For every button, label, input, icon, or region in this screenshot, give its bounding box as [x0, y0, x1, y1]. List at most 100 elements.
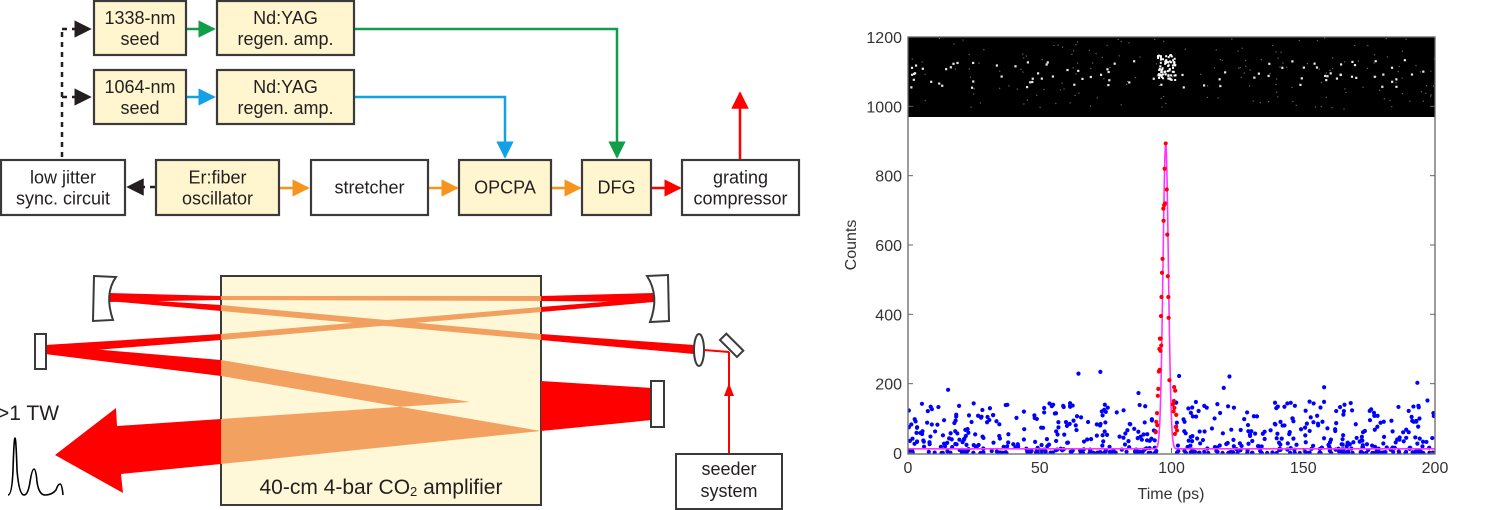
data-point-background [985, 414, 990, 420]
beam-lens-input [541, 334, 694, 354]
streak-speckle [969, 76, 972, 78]
streak-speckle [1367, 44, 1369, 47]
data-point-background [1415, 441, 1420, 446]
block-dfg-box [580, 158, 653, 217]
streak-speckle [1397, 70, 1399, 73]
data-point-background [1006, 432, 1011, 437]
data-point-background [1114, 410, 1119, 415]
data-point-background [1098, 369, 1103, 374]
data-point-background [1149, 417, 1154, 422]
gaussian-fit-line [908, 143, 1435, 450]
data-point-background [940, 433, 946, 438]
streak-speckle [970, 86, 974, 89]
x-tick-label: 200 [1422, 460, 1449, 477]
block-sync-label: sync. circuit [16, 189, 110, 209]
block-compressor-label: compressor [693, 189, 787, 209]
data-point-background [1212, 416, 1217, 421]
data-point-background [957, 437, 962, 442]
streak-speckle [1299, 83, 1302, 86]
block-opcpa-label: OPCPA [474, 178, 536, 198]
data-point-background [1039, 442, 1044, 448]
data-point-background [1406, 408, 1411, 414]
data-point-pulse [1172, 431, 1178, 437]
data-point-background [987, 417, 992, 423]
data-point-background [1078, 415, 1084, 420]
data-point-background [1416, 450, 1421, 454]
data-point-background [1032, 439, 1038, 445]
data-point-background [1190, 414, 1195, 419]
data-point-background [1321, 436, 1327, 441]
data-point-background [1117, 434, 1122, 439]
data-point-background [941, 418, 947, 423]
streak-speckle [1324, 37, 1326, 39]
data-point-background [1341, 433, 1346, 438]
data-point-background [1401, 439, 1406, 444]
data-point-background [1123, 431, 1128, 436]
streak-speckle [1126, 83, 1128, 85]
data-point-background [1061, 403, 1066, 409]
data-point-background [1303, 440, 1308, 445]
streak-pulse-speckle [1169, 78, 1172, 81]
data-point-background [1364, 442, 1370, 447]
data-point-background [932, 450, 937, 454]
data-point-background [1206, 450, 1211, 454]
pulse-train-icon [7, 437, 64, 496]
data-point-background [1341, 412, 1346, 417]
data-point-pulse [1156, 386, 1161, 391]
streak-pulse-speckle [1164, 62, 1167, 65]
data-point-background [1322, 385, 1327, 390]
data-point-background [1145, 432, 1150, 437]
beam-left-flat-lower [45, 345, 221, 376]
streak-speckle [1078, 92, 1080, 94]
streak-speckle [1127, 80, 1129, 83]
data-point-background [928, 434, 933, 439]
data-point-background [1274, 450, 1279, 454]
streak-pulse-speckle [1165, 59, 1168, 62]
streak-speckle [1107, 70, 1110, 74]
data-point-background [1185, 444, 1190, 450]
streak-speckle [1325, 72, 1327, 74]
data-point-background [1047, 401, 1052, 406]
streak-speckle [1000, 75, 1003, 78]
streak-pulse-speckle [1173, 61, 1176, 64]
data-point-background [919, 401, 925, 406]
streak-pulse-speckle [1158, 73, 1161, 76]
data-point-background [1076, 371, 1081, 376]
streak-speckle [1073, 83, 1076, 86]
streak-speckle [1374, 60, 1377, 63]
block-opcpa-box [457, 158, 553, 217]
streak-pulse-speckle [1160, 71, 1163, 74]
data-point-background [1071, 418, 1076, 423]
block-yag2-label: Nd:YAG [253, 77, 318, 97]
left-curved-mirror [91, 274, 118, 323]
data-point-background [1343, 450, 1348, 454]
data-point-background [1043, 449, 1048, 454]
streak-pulse-speckle [1160, 55, 1163, 58]
data-point-pulse [1165, 274, 1170, 279]
streak-speckle [921, 61, 923, 63]
streak-speckle [1302, 66, 1305, 69]
streak-speckle [953, 43, 955, 45]
data-point-background [1272, 421, 1277, 427]
streak-speckle [1339, 63, 1343, 66]
streak-speckle [1391, 106, 1393, 108]
data-point-background [1100, 443, 1105, 448]
data-point-background [1182, 419, 1187, 424]
streak-speckle [1206, 96, 1208, 99]
streak-speckle [1117, 38, 1119, 41]
block-stretcher-box [309, 158, 430, 217]
data-point-background [1341, 409, 1346, 414]
block-yag1-label: Nd:YAG [253, 8, 318, 28]
data-point-pulse [1174, 412, 1179, 417]
streak-pulse-speckle [1165, 61, 1168, 64]
data-point-background [1282, 404, 1287, 409]
streak-speckle [1401, 50, 1404, 52]
data-point-background [1006, 440, 1011, 445]
data-point-background [908, 408, 911, 413]
data-point-background [1334, 421, 1339, 426]
data-point-background [1153, 450, 1158, 454]
streak-speckle [1259, 102, 1261, 104]
streak-speckle [1298, 39, 1300, 42]
data-point-background [1316, 423, 1321, 428]
